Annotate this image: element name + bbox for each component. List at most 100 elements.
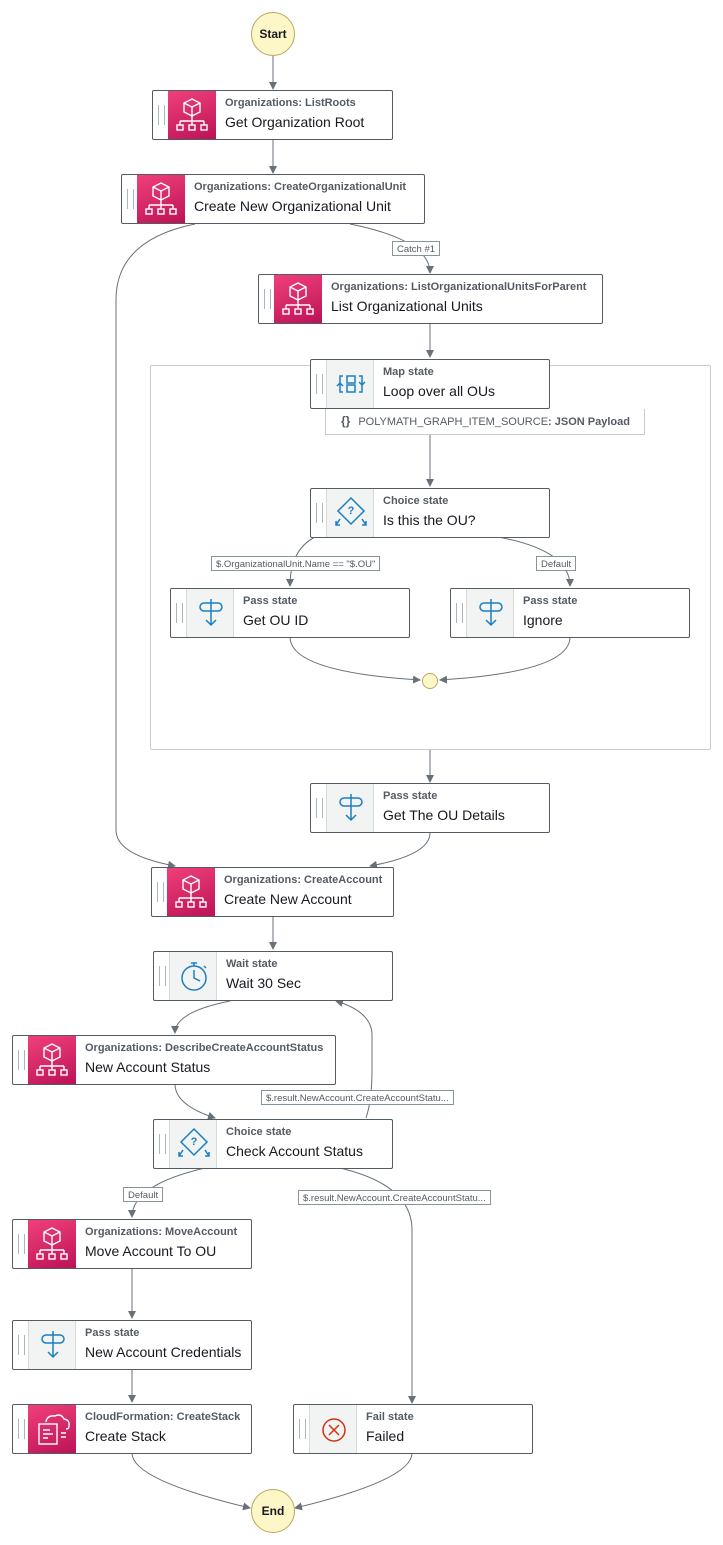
- state-ignore[interactable]: Pass state Ignore: [450, 588, 690, 638]
- edge-ignore-to-join: [439, 636, 571, 684]
- drag-handle[interactable]: [18, 1050, 25, 1070]
- state-name: Create New Organizational Unit: [194, 198, 391, 214]
- state-list-ous[interactable]: Organizations: ListOrganizationalUnitsFo…: [258, 274, 603, 324]
- edge-wait-to-status: [171, 1000, 231, 1034]
- drag-handle[interactable]: [159, 1134, 166, 1154]
- state-wait-30-sec[interactable]: Wait state Wait 30 Sec: [153, 951, 393, 1001]
- svg-text:?: ?: [191, 1136, 198, 1148]
- edge-label-default: Default: [123, 1187, 164, 1202]
- state-new-account-status[interactable]: Organizations: DescribeCreateAccountStat…: [12, 1035, 336, 1085]
- drag-handle[interactable]: [264, 289, 271, 309]
- state-type: Wait state: [226, 958, 278, 970]
- edge-label-ou-match: $.OrganizationalUnit.Name == "$.OU": [211, 556, 381, 571]
- end-node[interactable]: End: [251, 1489, 295, 1533]
- edge-get-ou-id-to-join: [289, 636, 421, 684]
- braces-icon: {}: [341, 414, 351, 428]
- state-type: Choice state: [226, 1126, 292, 1138]
- state-new-account-credentials[interactable]: Pass state New Account Credentials: [12, 1320, 252, 1370]
- organizations-icon: [28, 1220, 76, 1268]
- drag-handle[interactable]: [316, 374, 323, 394]
- svg-text:?: ?: [348, 505, 355, 517]
- state-is-this-ou[interactable]: ? Choice state Is this the OU?: [310, 488, 550, 538]
- state-create-stack[interactable]: CloudFormation: CreateStack Create Stack: [12, 1404, 252, 1454]
- drag-handle[interactable]: [127, 189, 134, 209]
- state-name: Move Account To OU: [85, 1243, 217, 1259]
- edge-choice-to-ignore: [497, 536, 574, 587]
- state-name: New Account Status: [85, 1059, 211, 1075]
- state-get-ou-details[interactable]: Pass state Get The OU Details: [310, 783, 550, 833]
- state-type: Fail state: [366, 1411, 414, 1423]
- start-label: Start: [259, 27, 287, 41]
- state-check-account-status[interactable]: ? Choice state Check Account Status: [153, 1119, 393, 1169]
- drag-handle[interactable]: [18, 1234, 25, 1254]
- state-type: Organizations: MoveAccount: [85, 1226, 238, 1238]
- pass-state-icon: [326, 784, 374, 832]
- drag-handle[interactable]: [159, 966, 166, 986]
- edge-choice-to-get-ou-id: [286, 536, 316, 587]
- drag-handle[interactable]: [316, 503, 323, 523]
- organizations-icon: [168, 91, 216, 139]
- drag-handle[interactable]: [157, 882, 164, 902]
- edge-label-catch: Catch #1: [392, 241, 441, 256]
- pass-state-icon: [186, 589, 234, 637]
- cloudformation-icon: [28, 1405, 76, 1453]
- drag-handle[interactable]: [456, 603, 463, 623]
- state-type: Pass state: [383, 790, 438, 802]
- edge-check-to-wait-retry: [335, 999, 373, 1119]
- state-name: Failed: [366, 1428, 405, 1444]
- state-name: Ignore: [523, 612, 563, 628]
- drag-handle[interactable]: [18, 1335, 25, 1355]
- drag-handle[interactable]: [316, 798, 323, 818]
- state-type: Map state: [383, 366, 434, 378]
- state-name: New Account Credentials: [85, 1344, 242, 1360]
- state-type: Organizations: ListRoots: [225, 97, 356, 109]
- drag-handle[interactable]: [176, 603, 183, 623]
- choice-state-icon: ?: [169, 1120, 217, 1168]
- state-name: Get OU ID: [243, 612, 309, 628]
- state-name: Get Organization Root: [225, 114, 365, 130]
- state-get-ou-id[interactable]: Pass state Get OU ID: [170, 588, 410, 638]
- edge-create-stack-to-end: [131, 1452, 251, 1511]
- start-node[interactable]: Start: [251, 12, 295, 56]
- item-source-value: JSON Payload: [554, 416, 630, 428]
- state-type: Choice state: [383, 495, 449, 507]
- organizations-icon: [28, 1036, 76, 1084]
- state-name: List Organizational Units: [331, 298, 483, 314]
- state-get-organization-root[interactable]: Organizations: ListRoots Get Organizatio…: [152, 90, 393, 140]
- edge-label-status-failed: $.result.NewAccount.CreateAccountStatu..…: [298, 1190, 491, 1205]
- edge-create-ou-success-to-create-account: [115, 223, 196, 869]
- state-name: Create Stack: [85, 1428, 166, 1444]
- item-source-key: POLYMATH_GRAPH_ITEM_SOURCE: [358, 416, 549, 428]
- organizations-icon: [167, 868, 215, 916]
- drag-handle[interactable]: [158, 105, 165, 125]
- state-create-account[interactable]: Organizations: CreateAccount Create New …: [151, 867, 394, 917]
- state-type: Organizations: CreateOrganizationalUnit: [194, 181, 407, 193]
- choice-state-icon: ?: [326, 489, 374, 537]
- state-type: Organizations: CreateAccount: [224, 874, 383, 886]
- state-create-ou[interactable]: Organizations: CreateOrganizationalUnit …: [121, 174, 425, 224]
- state-name: Get The OU Details: [383, 807, 505, 823]
- state-loop-ous[interactable]: Map state Loop over all OUs: [310, 359, 550, 409]
- organizations-icon: [274, 275, 322, 323]
- drag-handle[interactable]: [299, 1419, 306, 1439]
- state-name: Is this the OU?: [383, 512, 476, 528]
- state-name: Check Account Status: [226, 1143, 363, 1159]
- edge-failed-to-end: [294, 1452, 413, 1511]
- edge-ou-details-to-create-account: [369, 832, 431, 869]
- edge-status-to-check: [174, 1083, 216, 1120]
- state-name: Wait 30 Sec: [226, 975, 301, 991]
- state-type: Pass state: [523, 595, 578, 607]
- map-state-icon: [326, 360, 374, 408]
- state-type: CloudFormation: CreateStack: [85, 1411, 241, 1423]
- state-failed[interactable]: Fail state Failed: [293, 1404, 533, 1454]
- organizations-icon: [137, 175, 185, 223]
- edge-label-default: Default: [536, 556, 577, 571]
- state-name: Create New Account: [224, 891, 352, 907]
- fail-state-icon: [309, 1405, 357, 1453]
- map-join-node: [422, 673, 438, 689]
- state-name: Loop over all OUs: [383, 383, 496, 399]
- state-move-account[interactable]: Organizations: MoveAccount Move Account …: [12, 1219, 252, 1269]
- drag-handle[interactable]: [18, 1419, 25, 1439]
- end-label: End: [261, 1504, 285, 1518]
